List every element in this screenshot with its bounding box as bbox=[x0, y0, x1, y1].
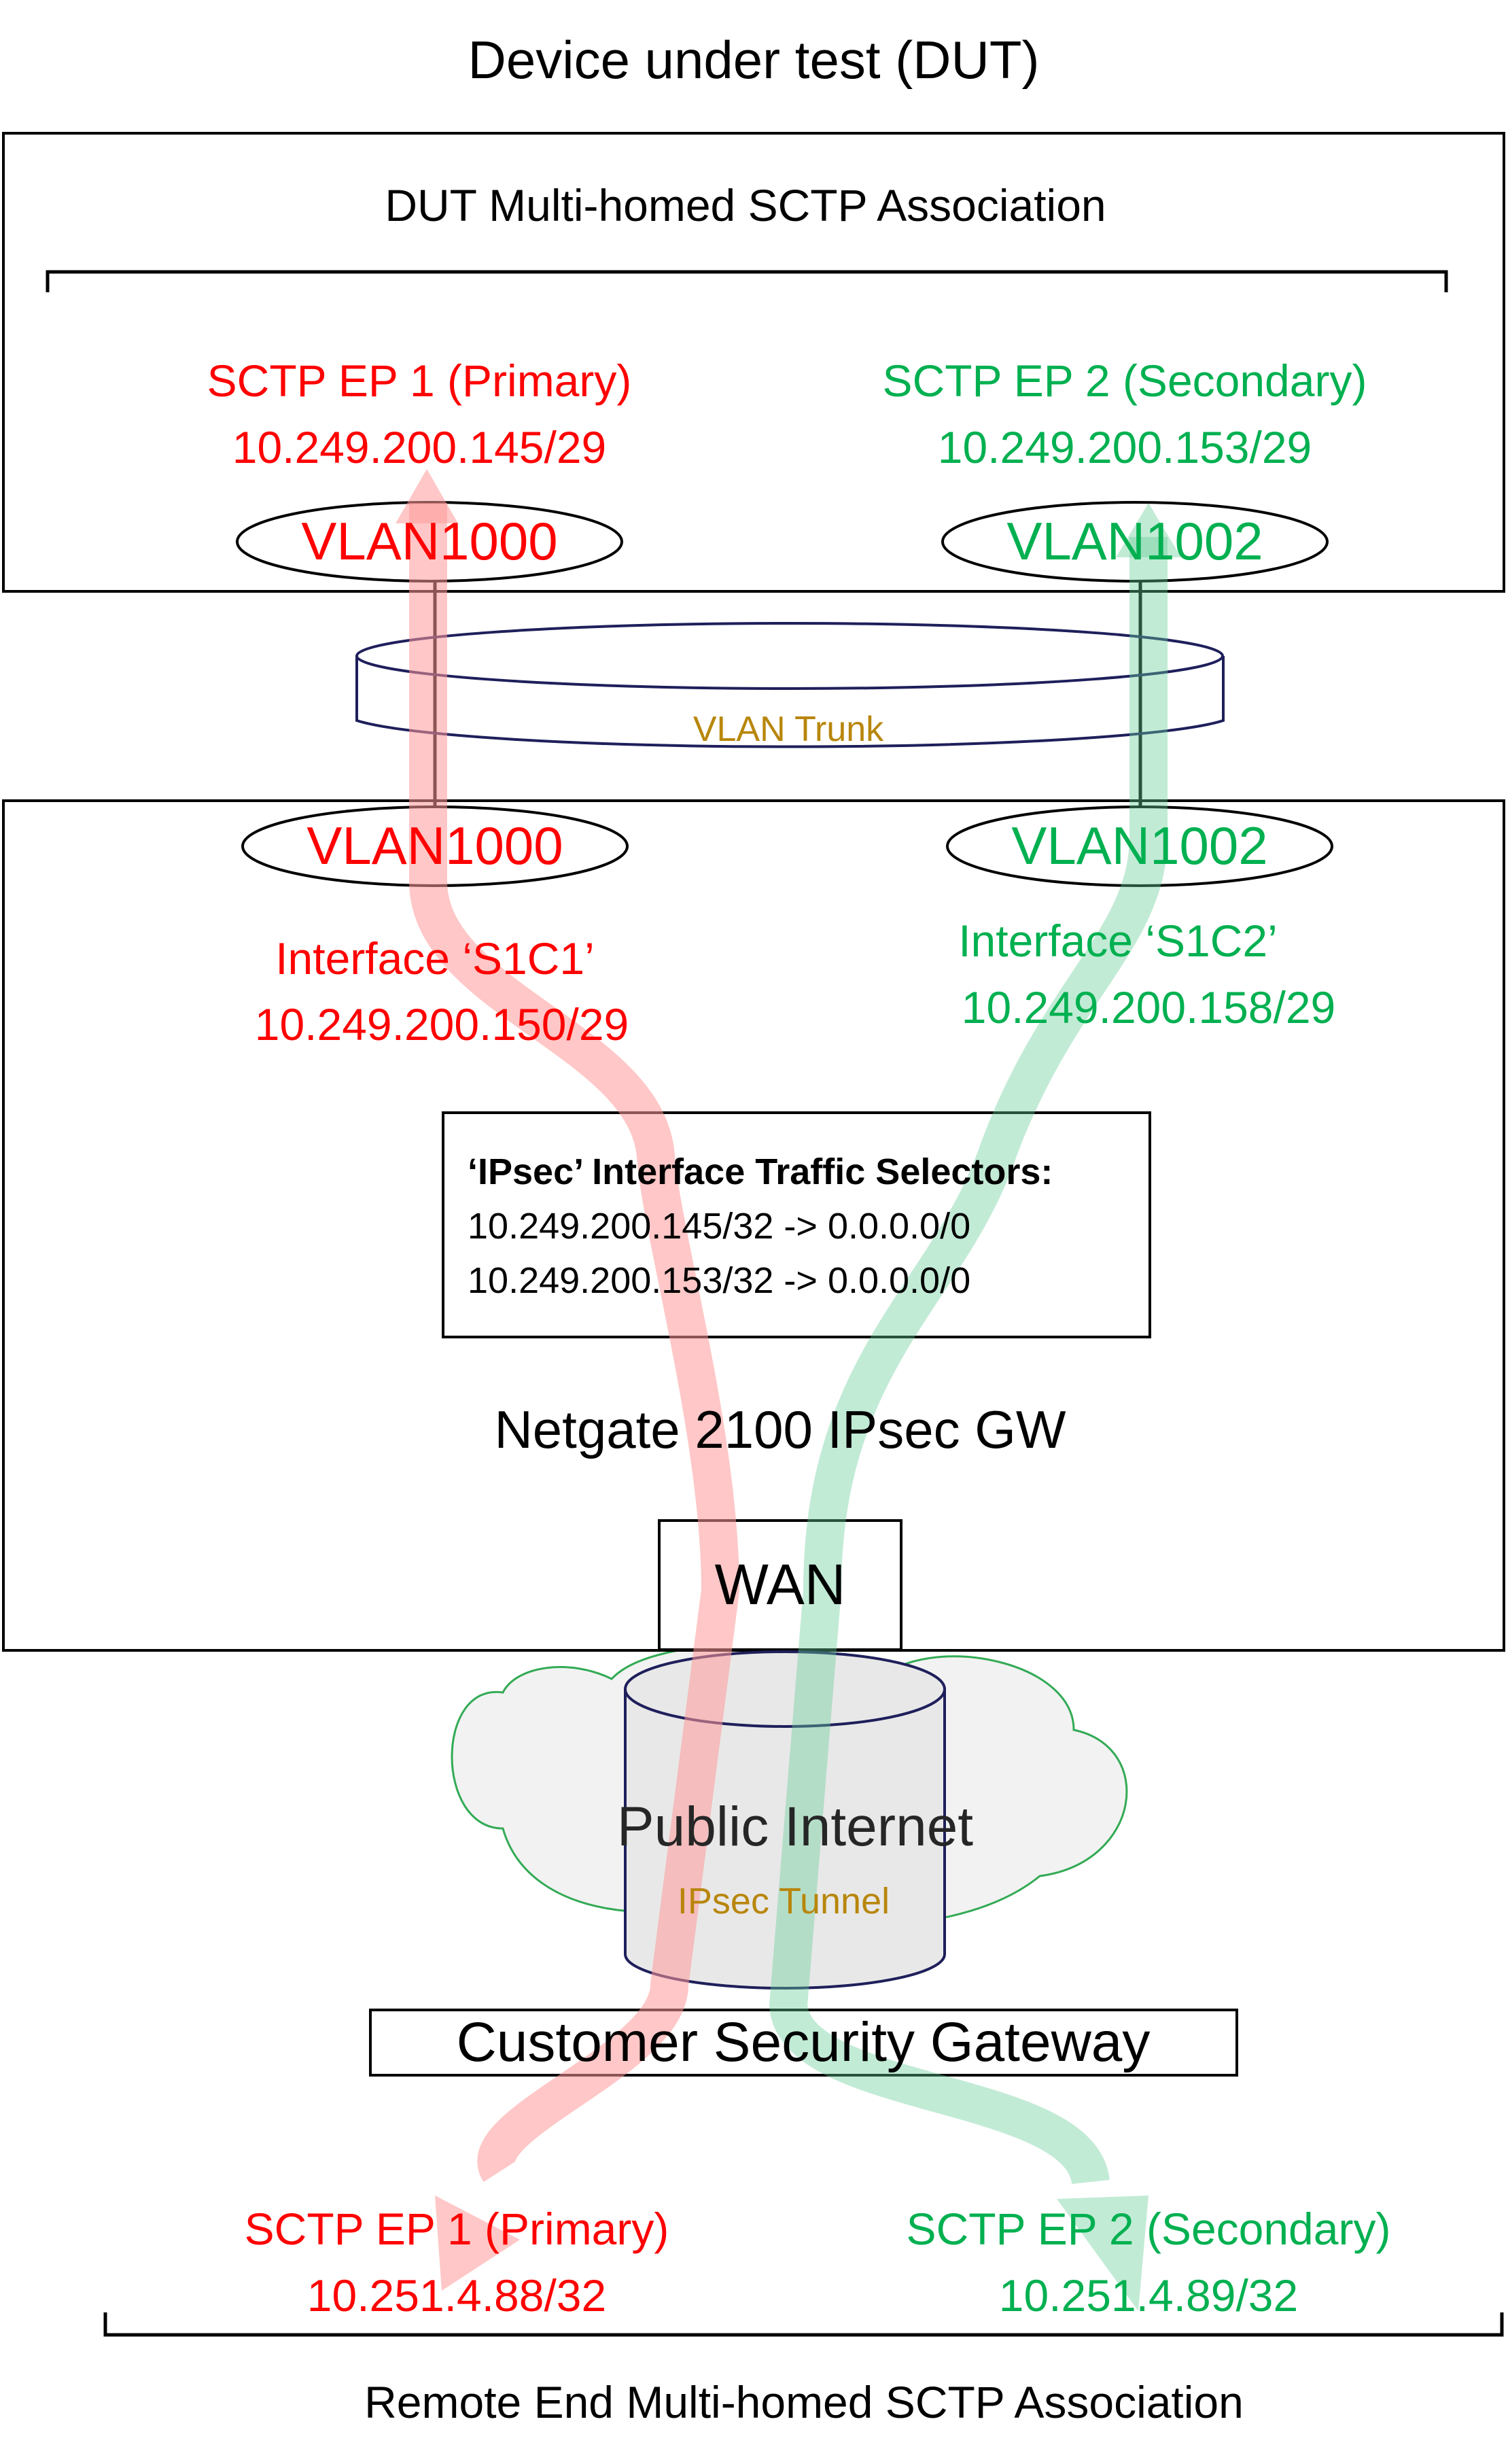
remote-association-label: Remote End Multi-homed SCTP Association bbox=[364, 2377, 1244, 2427]
remote-ep2-ip: 10.251.4.89/32 bbox=[999, 2270, 1298, 2321]
remote-association-bracket bbox=[103, 2312, 1504, 2337]
dut-ep1-ip: 10.249.200.145/29 bbox=[232, 422, 607, 472]
dut-vlan1002-oval bbox=[941, 501, 1329, 583]
customer-security-gateway-box bbox=[369, 2009, 1238, 2077]
gw-iface2-ip: 10.249.200.158/29 bbox=[962, 982, 1336, 1033]
public-internet-label: Public Internet bbox=[617, 1796, 973, 1858]
dut-box bbox=[2, 132, 1505, 593]
traffic-selectors-title: ‘IPsec’ Interface Traffic Selectors: bbox=[468, 1151, 1053, 1192]
gw-iface1-ip: 10.249.200.150/29 bbox=[255, 999, 629, 1049]
remote-ep2-name: SCTP EP 2 (Secondary) bbox=[907, 2204, 1391, 2254]
traffic-selectors-box bbox=[442, 1111, 1151, 1338]
dut-ep2-name: SCTP EP 2 (Secondary) bbox=[883, 355, 1367, 406]
traffic-selector-line-2: 10.249.200.153/32 -> 0.0.0.0/0 bbox=[468, 1260, 970, 1301]
dut-vlan1000-label: VLAN1000 bbox=[301, 511, 557, 571]
secondary-flow-arrow bbox=[769, 503, 1181, 2311]
remote-ep1-name: SCTP EP 1 (Primary) bbox=[245, 2204, 669, 2254]
dut-ep1-name: SCTP EP 1 (Primary) bbox=[207, 355, 632, 406]
gw-vlan1002-label: VLAN1002 bbox=[1011, 816, 1267, 875]
dut-vlan1002-label: VLAN1002 bbox=[1006, 511, 1263, 571]
wan-label: WAN bbox=[715, 1552, 846, 1616]
ipsec-tunnel-label: IPsec Tunnel bbox=[678, 1881, 890, 1922]
gw-vlan1002-oval bbox=[946, 805, 1333, 887]
vlan-trunk-label: VLAN Trunk bbox=[693, 710, 884, 749]
traffic-selector-line-1: 10.249.200.145/32 -> 0.0.0.0/0 bbox=[468, 1206, 970, 1247]
customer-security-gateway-label: Customer Security Gateway bbox=[457, 2011, 1151, 2073]
dut-ep2-ip: 10.249.200.153/29 bbox=[938, 422, 1312, 472]
dut-association-label: DUT Multi-homed SCTP Association bbox=[385, 180, 1106, 230]
gw-iface2-name: Interface ‘S1C2’ bbox=[958, 916, 1278, 966]
dut-association-bracket bbox=[46, 270, 1448, 292]
remote-ep1-ip: 10.251.4.88/32 bbox=[307, 2270, 606, 2321]
gateway-name: Netgate 2100 IPsec GW bbox=[494, 1400, 1066, 1459]
gw-vlan1000-label: VLAN1000 bbox=[306, 816, 563, 875]
diagram-title: Device under test (DUT) bbox=[468, 30, 1040, 90]
gw-iface1-name: Interface ‘S1C1’ bbox=[275, 933, 595, 984]
primary-flow-arrow bbox=[396, 469, 739, 2291]
